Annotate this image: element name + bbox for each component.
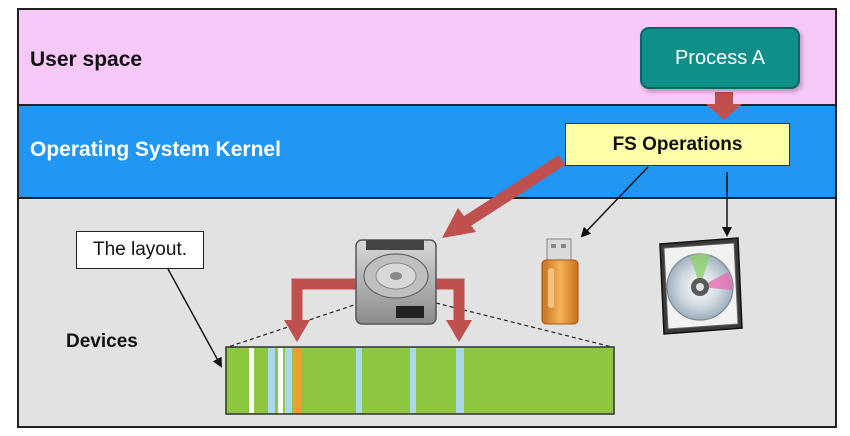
disk-block [249, 348, 254, 413]
fs-to-drive-arrow [442, 154, 566, 238]
drive-to-block-arrow-right [430, 278, 472, 342]
usb-drive-icon [541, 238, 579, 325]
disk-block [278, 348, 283, 413]
fs-to-usb-arrow [580, 166, 649, 238]
disk-block [268, 348, 275, 413]
fs-operations-node: FS Operations [565, 123, 790, 166]
disk-block-highlighted [456, 348, 464, 413]
disk-block [285, 348, 292, 413]
disk-block-highlighted [293, 348, 301, 413]
user-space-label: User space [30, 48, 143, 71]
projection-line-right [435, 302, 613, 348]
projection-line-left [227, 302, 361, 348]
cd-case-icon [659, 237, 743, 335]
devices-label: Devices [66, 331, 138, 352]
layout-callout: The layout. [76, 231, 204, 269]
hard-drive-icon [355, 239, 437, 325]
layout-callout-pointer [167, 268, 222, 368]
process-a-node: Process A [640, 27, 800, 89]
disk-block [356, 348, 362, 413]
drive-to-block-arrow-left [284, 278, 365, 342]
kernel-label: Operating System Kernel [30, 138, 281, 161]
disk-layout-bar [225, 346, 615, 415]
disk-block [410, 348, 416, 413]
process-to-fs-arrow [706, 92, 742, 120]
